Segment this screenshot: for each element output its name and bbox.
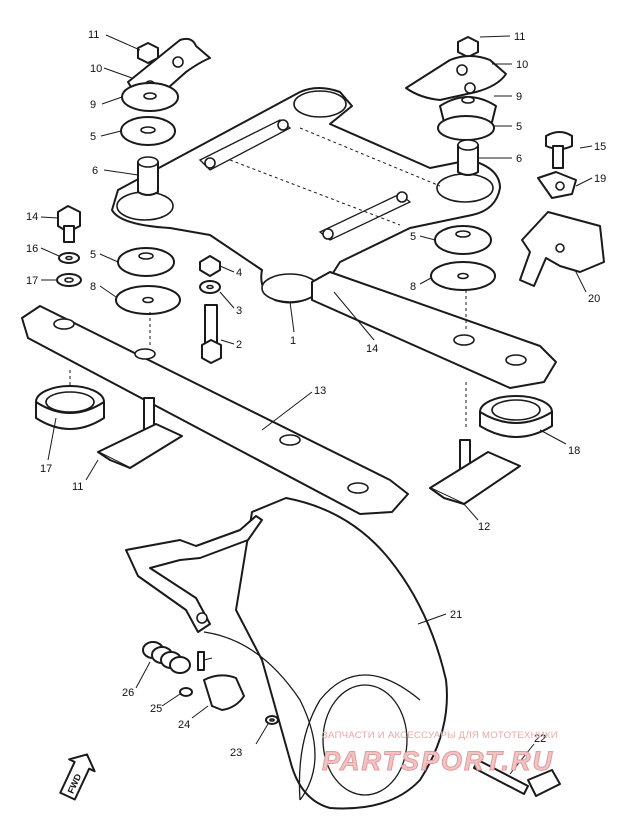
bolt-21 bbox=[473, 759, 561, 797]
callout-20: 21 bbox=[450, 609, 462, 621]
center-bolt-parts bbox=[199, 255, 222, 364]
headlight-stay bbox=[125, 515, 316, 801]
callout-10-left: 11 bbox=[88, 29, 99, 41]
stud-bracket-right-11 bbox=[429, 439, 521, 505]
small-parts-lower bbox=[142, 641, 561, 797]
callout-5-left-top: 5 bbox=[90, 131, 96, 143]
callout-13: 14 bbox=[366, 343, 378, 355]
callout-24: 25 bbox=[150, 703, 162, 715]
watermark-tagline: ЗАПЧАСТИ И АКСЕССУАРЫ ДЛЯ МОТОТЕХНИКИ bbox=[322, 730, 558, 741]
callout-25: 26 bbox=[122, 687, 134, 699]
callout-15: 16 bbox=[26, 243, 38, 255]
callout-14-left: 14 bbox=[26, 211, 38, 223]
callout-6-left: 6 bbox=[92, 165, 98, 177]
callout-7-left: 9 bbox=[90, 99, 96, 111]
engine-mount-frame bbox=[111, 87, 501, 304]
right-bracket-parts bbox=[519, 131, 605, 287]
callout-5-left-low: 5 bbox=[90, 249, 96, 261]
callout-4: 4 bbox=[236, 267, 242, 279]
callout-6-right: 6 bbox=[516, 153, 522, 165]
callout-1: 1 bbox=[290, 335, 296, 347]
callout-8-left: 8 bbox=[90, 281, 96, 293]
knob-23 bbox=[203, 674, 245, 711]
callout-22: 23 bbox=[230, 747, 242, 759]
left-top-mount-stack bbox=[120, 37, 211, 196]
callout-14-right: 15 bbox=[594, 141, 606, 153]
callout-7-right: 9 bbox=[516, 91, 522, 103]
lower-plate-12 bbox=[21, 305, 409, 515]
pin-26 bbox=[197, 651, 205, 671]
callout-9-left: 10 bbox=[90, 63, 102, 75]
callout-2: 2 bbox=[236, 339, 242, 351]
callout-3: 3 bbox=[236, 305, 242, 317]
callout-9-right: 10 bbox=[516, 59, 528, 71]
callout-21: 22 bbox=[534, 733, 546, 745]
lower-plate-13 bbox=[311, 271, 557, 430]
callout-labels: 11 10 9 5 6 11 10 9 5 6 14 16 17 5 8 4 3… bbox=[26, 29, 606, 759]
watermark-brand: PARTSPORT.RU bbox=[322, 746, 554, 776]
callout-23: 24 bbox=[178, 719, 190, 731]
right-mid-mount-parts bbox=[430, 225, 496, 291]
callout-5-right-top: 5 bbox=[516, 121, 522, 133]
right-top-mount-stack bbox=[405, 36, 507, 176]
left-lower-mount-parts bbox=[56, 205, 181, 315]
callout-16: 17 bbox=[26, 275, 38, 287]
leader-lines bbox=[40, 34, 593, 775]
collar-right-17 bbox=[479, 395, 553, 438]
fwd-arrow: FWD bbox=[59, 753, 96, 801]
headlight-shell-20 bbox=[235, 497, 448, 810]
callout-19: 20 bbox=[588, 293, 600, 305]
washer-24 bbox=[179, 687, 193, 697]
callout-18: 19 bbox=[594, 173, 606, 185]
callout-12: 13 bbox=[314, 385, 326, 397]
stud-bracket-left-11 bbox=[97, 397, 183, 469]
callout-11-left: 11 bbox=[72, 481, 83, 493]
callout-5-right-low: 5 bbox=[410, 231, 416, 243]
callout-11-right: 12 bbox=[478, 521, 490, 533]
callout-8-right: 8 bbox=[410, 281, 416, 293]
callout-17-right: 18 bbox=[568, 445, 580, 457]
watermark: ЗАПЧАСТИ И АКСЕССУАРЫ ДЛЯ МОТОТЕХНИКИ PA… bbox=[322, 730, 558, 777]
callout-10-right: 11 bbox=[514, 31, 525, 43]
spring-25 bbox=[142, 641, 191, 674]
collar-left-17 bbox=[35, 385, 105, 430]
callout-17-left: 17 bbox=[40, 463, 52, 475]
